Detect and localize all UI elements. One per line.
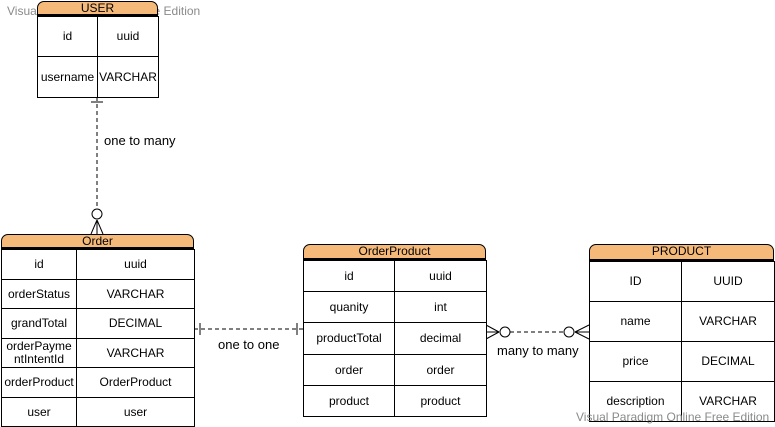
field-name: user: [1, 397, 77, 427]
field-name: grandTotal: [1, 308, 77, 339]
table-row: orderStatus VARCHAR: [1, 279, 195, 309]
field-type: VARCHAR: [76, 279, 195, 309]
entity-header: USER: [37, 1, 158, 16]
field-type: uuid: [76, 249, 195, 280]
field-type: user: [76, 397, 195, 427]
zero-marker-right: [563, 326, 575, 338]
zero-marker: [91, 208, 103, 220]
rel-label-orderproduct-product: many to many: [497, 343, 579, 358]
zero-marker-left: [499, 326, 511, 338]
crowfoot-left: [90, 219, 98, 235]
field-name: productTotal: [303, 322, 395, 355]
field-type: decimal: [394, 322, 487, 355]
table-row: price DECIMAL: [589, 341, 775, 382]
table-row: order order: [303, 354, 487, 386]
field-name: id: [37, 16, 98, 57]
table-row: id uuid: [303, 260, 487, 292]
rel-label-order-orderproduct: one to one: [218, 337, 280, 352]
crowfoot-right: [96, 219, 104, 235]
table-row: orderProduct OrderProduct: [1, 367, 195, 398]
field-name: quanity: [303, 291, 395, 323]
entity-product[interactable]: PRODUCT ID UUID name VARCHAR price DECIM…: [589, 244, 775, 427]
field-name: orderStatus: [1, 279, 77, 309]
field-type: VARCHAR: [97, 56, 159, 98]
entity-header: PRODUCT: [589, 244, 774, 261]
field-type: uuid: [394, 260, 487, 292]
field-type: DECIMAL: [681, 341, 775, 382]
table-row: product product: [303, 385, 487, 417]
field-name: id: [1, 249, 77, 280]
connector-orderproduct-product[interactable]: [485, 324, 590, 340]
entity-table: id uuid orderStatus VARCHAR grandTotal D…: [1, 249, 195, 427]
entity-title: USER: [80, 1, 115, 15]
field-name: orderPaymentIntentId: [1, 338, 77, 368]
field-name: id: [303, 260, 395, 292]
table-row: grandTotal DECIMAL: [1, 308, 195, 339]
table-row: user user: [1, 397, 195, 427]
table-row: name VARCHAR: [589, 301, 775, 342]
entity-header: Order: [1, 234, 194, 249]
entity-order[interactable]: Order id uuid orderStatus VARCHAR grandT…: [1, 234, 195, 427]
field-name: username: [37, 56, 98, 98]
table-row: ID UUID: [589, 261, 775, 302]
field-type: uuid: [97, 16, 159, 57]
field-name: order: [303, 354, 395, 386]
field-name: price: [589, 341, 682, 382]
entity-title: OrderProduct: [358, 244, 431, 258]
connector-user-order[interactable]: [90, 97, 104, 235]
entity-table: id uuid quanity int productTotal decimal…: [303, 260, 487, 417]
rel-label-user-order: one to many: [104, 133, 176, 148]
entity-title: PRODUCT: [651, 244, 712, 258]
entity-header: OrderProduct: [303, 244, 486, 260]
field-name: product: [303, 385, 395, 417]
field-type: order: [394, 354, 487, 386]
entity-table: id uuid username VARCHAR: [37, 16, 159, 98]
field-name: orderProduct: [1, 367, 77, 398]
table-row: id uuid: [37, 16, 159, 57]
entity-table: ID UUID name VARCHAR price DECIMAL descr…: [589, 261, 775, 422]
connector-order-orderproduct[interactable]: [194, 323, 303, 335]
field-type: VARCHAR: [76, 338, 195, 368]
entity-title: Order: [82, 234, 113, 248]
field-type: VARCHAR: [681, 301, 775, 342]
field-type: DECIMAL: [76, 308, 195, 339]
table-row: quanity int: [303, 291, 487, 323]
field-type: product: [394, 385, 487, 417]
table-row: orderPaymentIntentId VARCHAR: [1, 338, 195, 368]
field-type: int: [394, 291, 487, 323]
entity-user[interactable]: USER id uuid username VARCHAR: [37, 1, 159, 98]
field-type: VARCHAR: [681, 381, 775, 422]
table-row: description VARCHAR: [589, 381, 775, 422]
field-name: ID: [589, 261, 682, 302]
table-row: username VARCHAR: [37, 56, 159, 98]
field-type: UUID: [681, 261, 775, 302]
table-row: productTotal decimal: [303, 322, 487, 355]
field-type: OrderProduct: [76, 367, 195, 398]
table-row: id uuid: [1, 249, 195, 280]
entity-orderproduct[interactable]: OrderProduct id uuid quanity int product…: [303, 244, 487, 417]
watermark-bottom: Visual Paradigm Online Free Edition: [576, 410, 770, 424]
field-name: name: [589, 301, 682, 342]
